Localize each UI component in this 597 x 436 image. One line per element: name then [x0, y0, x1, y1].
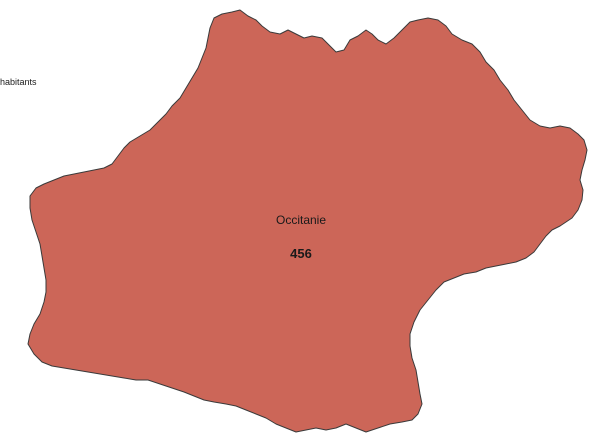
region-occitanie-shape[interactable]: [27, 9, 588, 433]
region-value-label: 456: [290, 246, 312, 261]
region-name-label: Occitanie: [276, 213, 326, 227]
legend-label: habitants: [0, 77, 37, 87]
